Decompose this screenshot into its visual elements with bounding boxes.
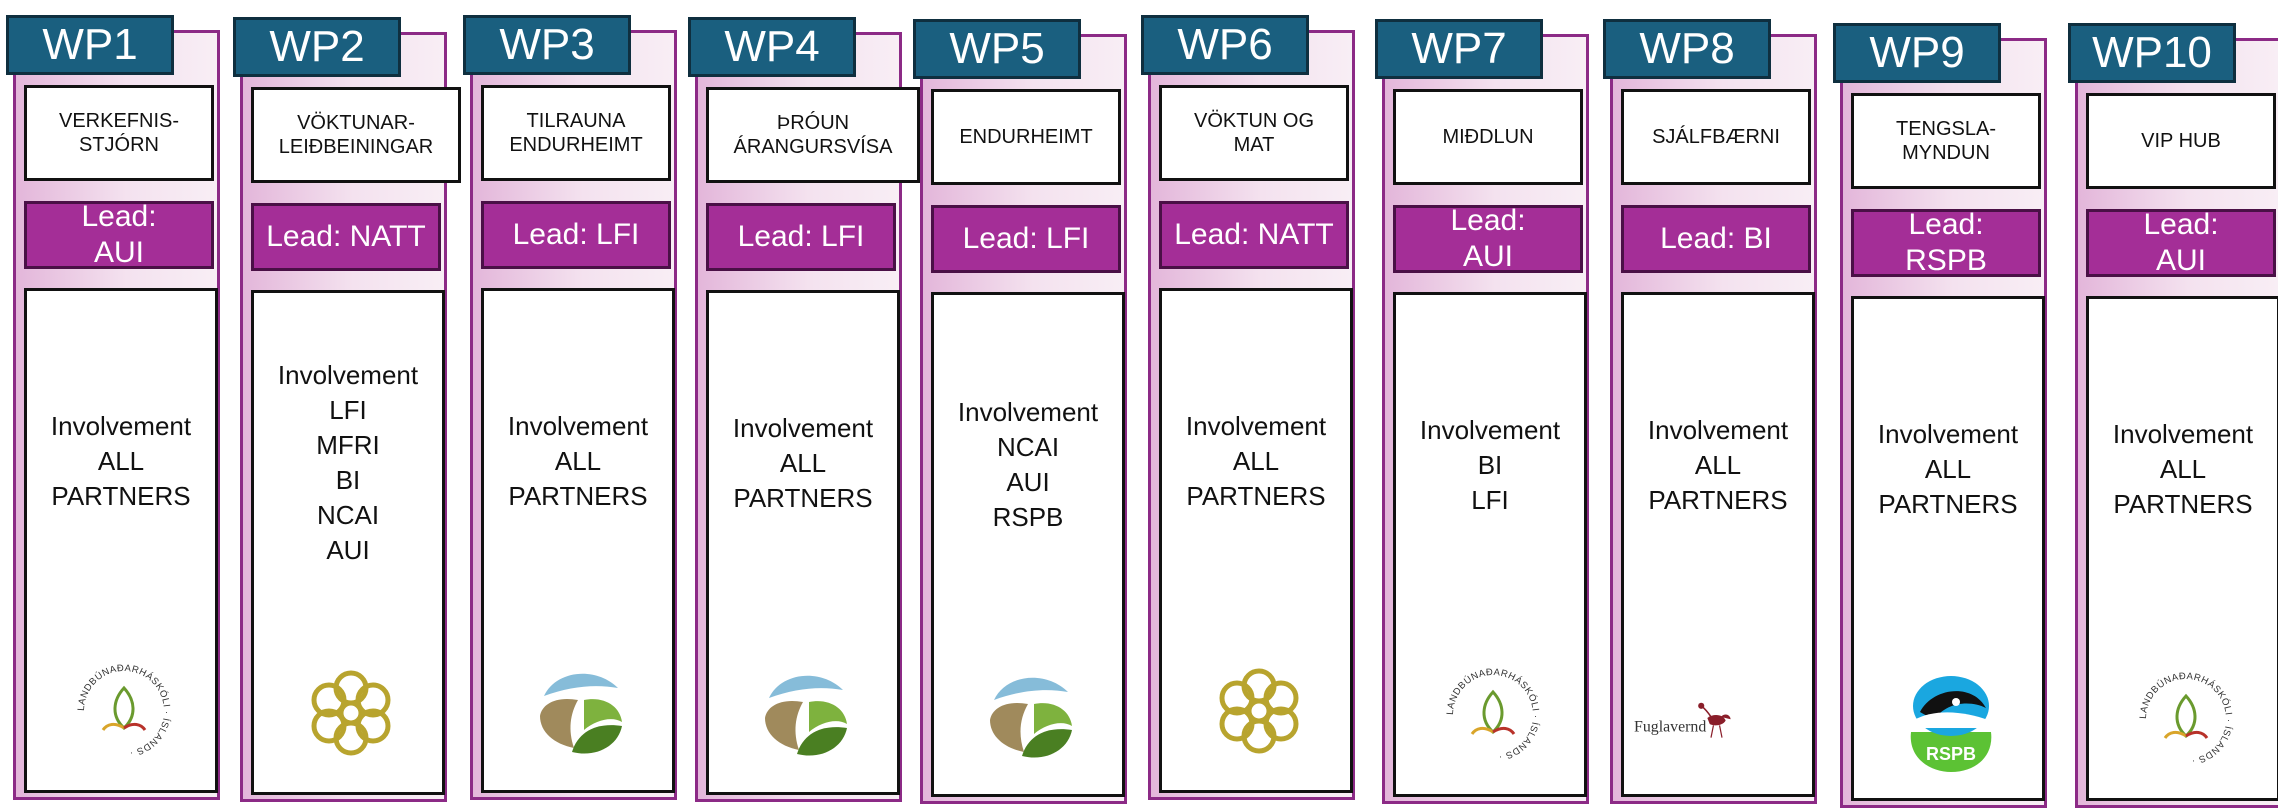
wp-involvement: Involvement NCAI AUI RSPB xyxy=(957,397,1099,532)
wp-lead: Lead: AUI xyxy=(1393,204,1583,273)
wp-involvement: Involvement ALL PARTNERS xyxy=(2112,418,2254,519)
wp-involvement-box: Involvement LFI MFRI BI NCAI AUI xyxy=(251,290,445,795)
wp-tab: WP8 xyxy=(1603,19,1771,79)
natt-logo-icon xyxy=(1204,656,1314,766)
wp-title: VIP HUB xyxy=(2086,93,2276,189)
svg-text:LANDBÚNAÐARHÁSKÓLI · ÍSLANDS ·: LANDBÚNAÐARHÁSKÓLI · ÍSLANDS · xyxy=(2138,671,2234,767)
wp-column-9: WP9 TENGSLA- MYNDUN Lead: RSPB Involveme… xyxy=(1833,23,2047,808)
wp-title: ÞRÓUN ÁRANGURSVÍSA xyxy=(706,87,920,183)
aui-logo-icon: LANDBÚNAÐARHÁSKÓLI · ÍSLANDS · xyxy=(2131,664,2241,774)
wp-lead: Lead: RSPB xyxy=(1851,208,2041,277)
wp-tab: WP4 xyxy=(688,17,856,77)
aui-logo-icon: LANDBÚNAÐARHÁSKÓLI · ÍSLANDS · xyxy=(1438,660,1548,770)
wp-title: SJÁLFBÆRNI xyxy=(1621,89,1811,185)
wp-title: VERKEFNIS- STJÓRN xyxy=(24,85,214,181)
wp-involvement-box: Involvement ALL PARTNERS LANDBÚNAÐARHÁSK… xyxy=(24,288,218,793)
wp-tab: WP9 xyxy=(1833,23,2001,83)
wp-lead: Lead: LFI xyxy=(481,201,671,269)
wp-tab: WP7 xyxy=(1375,19,1543,79)
wp-tab: WP1 xyxy=(6,15,174,75)
wp-column-5: WP5 ENDURHEIMT Lead: LFI Involvement NCA… xyxy=(913,19,1127,804)
wp-tab: WP3 xyxy=(463,15,631,75)
lfi-logo-icon xyxy=(976,660,1086,770)
svg-text:LANDBÚNAÐARHÁSKÓLI · ÍSLANDS ·: LANDBÚNAÐARHÁSKÓLI · ÍSLANDS · xyxy=(1445,667,1541,763)
wp-involvement-box: Involvement ALL PARTNERS xyxy=(706,290,900,795)
wp-involvement: Involvement LFI MFRI BI NCAI AUI xyxy=(277,360,419,565)
natt-logo-icon xyxy=(296,658,406,768)
wp-title: ENDURHEIMT xyxy=(931,89,1121,185)
wp-involvement: Involvement ALL PARTNERS xyxy=(507,410,649,511)
fuglavernd-logo-icon: Fuglavernd xyxy=(1634,660,1814,770)
aui-logo-icon: LANDBÚNAÐARHÁSKÓLI · ÍSLANDS · xyxy=(69,656,179,766)
wp-column-2: WP2 VÖKTUNAR- LEIÐBEININGAR Lead: NATT I… xyxy=(233,17,461,802)
wp-column-3: WP3 TILRAUNA ENDURHEIMT Lead: LFI Involv… xyxy=(463,15,677,800)
wp-involvement-box: Involvement ALL PARTNERS RSPB xyxy=(1851,296,2045,801)
wp-involvement: Involvement ALL PARTNERS xyxy=(1185,410,1327,511)
wp-involvement-box: Involvement ALL PARTNERS Fuglavernd xyxy=(1621,292,1815,797)
wp-column-1: WP1 VERKEFNIS- STJÓRN Lead: AUI Involvem… xyxy=(6,15,220,800)
lfi-logo-icon xyxy=(751,658,861,768)
wp-lead: Lead: AUI xyxy=(24,200,214,269)
wp-involvement-box: Involvement ALL PARTNERS xyxy=(481,288,675,793)
wp-column-4: WP4 ÞRÓUN ÁRANGURSVÍSA Lead: LFI Involve… xyxy=(688,17,920,802)
wp-involvement: Involvement ALL PARTNERS xyxy=(1647,414,1789,515)
wp-involvement-box: Involvement NCAI AUI RSPB xyxy=(931,292,1125,797)
wp-tab: WP2 xyxy=(233,17,401,77)
wp-involvement-box: Involvement ALL PARTNERS xyxy=(1159,288,1353,793)
wp-lead: Lead: AUI xyxy=(2086,208,2276,277)
wp-involvement: Involvement ALL PARTNERS xyxy=(1877,418,2019,519)
wp-title: VÖKTUNAR- LEIÐBEININGAR xyxy=(251,87,461,183)
wp-lead: Lead: LFI xyxy=(706,203,896,271)
lfi-logo-icon xyxy=(526,656,636,766)
wp-involvement-box: Involvement ALL PARTNERS LANDBÚNAÐARHÁSK… xyxy=(2086,296,2278,801)
wp-involvement-box: Involvement BI LFI LANDBÚNAÐARHÁSKÓLI · … xyxy=(1393,292,1587,797)
wp-column-6: WP6 VÖKTUN OG MAT Lead: NATT Involvement… xyxy=(1141,15,1355,800)
wp-title: TILRAUNA ENDURHEIMT xyxy=(481,85,671,181)
wp-title: VÖKTUN OG MAT xyxy=(1159,85,1349,181)
wp-involvement: Involvement ALL PARTNERS xyxy=(50,410,192,511)
wp-lead: Lead: LFI xyxy=(931,205,1121,273)
wp-tab: WP5 xyxy=(913,19,1081,79)
svg-text:Fuglavernd: Fuglavernd xyxy=(1634,719,1706,736)
wp-tab: WP6 xyxy=(1141,15,1309,75)
wp-lead: Lead: NATT xyxy=(1159,201,1349,269)
rspb-logo-icon: RSPB xyxy=(1896,664,2006,774)
wp-column-7: WP7 MIÐDLUN Lead: AUI Involvement BI LFI… xyxy=(1375,19,1589,804)
wp-involvement: Involvement BI LFI xyxy=(1419,414,1561,515)
wp-title: MIÐDLUN xyxy=(1393,89,1583,185)
wp-involvement: Involvement ALL PARTNERS xyxy=(732,412,874,513)
wp-column-8: WP8 SJÁLFBÆRNI Lead: BI Involvement ALL … xyxy=(1603,19,1817,804)
wp-title: TENGSLA- MYNDUN xyxy=(1851,93,2041,189)
svg-text:LANDBÚNAÐARHÁSKÓLI · ÍSLANDS ·: LANDBÚNAÐARHÁSKÓLI · ÍSLANDS · xyxy=(76,663,172,759)
wp-lead: Lead: NATT xyxy=(251,203,441,271)
wp-lead: Lead: BI xyxy=(1621,205,1811,273)
wp-column-10: WP10 VIP HUB Lead: AUI Involvement ALL P… xyxy=(2068,23,2278,808)
wp-tab: WP10 xyxy=(2068,23,2236,83)
svg-text:RSPB: RSPB xyxy=(1926,744,1976,764)
